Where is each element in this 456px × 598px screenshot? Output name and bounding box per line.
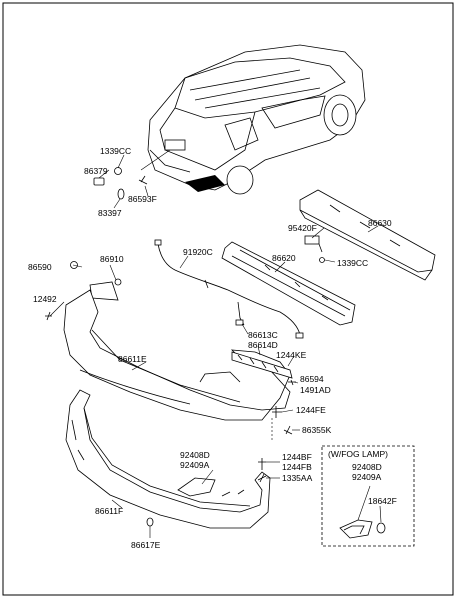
back-beam-86630: [299, 189, 436, 281]
label-1244BF: 1244BF: [282, 452, 312, 462]
label-86379: 86379: [84, 166, 108, 176]
label-92409A-left: 92409A: [180, 460, 210, 470]
label-86593F: 86593F: [128, 194, 157, 204]
label-1244KE: 1244KE: [276, 350, 307, 360]
right-fasteners: [271, 406, 300, 440]
label-92408D-fog: 92408D: [352, 462, 382, 472]
part-labels: 1339CC 86379 86593F 83397 95420F 86630 1…: [28, 146, 397, 550]
label-12492: 12492: [33, 294, 57, 304]
label-95420F: 95420F: [288, 223, 317, 233]
label-86617E: 86617E: [131, 540, 161, 550]
lower-bumper-86611F: [65, 389, 280, 538]
top-left-fasteners: [93, 149, 171, 209]
label-86611F: 86611F: [95, 506, 123, 516]
label-1244FE: 1244FE: [296, 405, 326, 415]
label-83397: 83397: [98, 208, 122, 218]
rail-86613C: [231, 345, 299, 386]
label-86611E: 86611E: [118, 354, 147, 364]
label-86594: 86594: [300, 374, 324, 384]
label-86630: 86630: [368, 218, 392, 228]
label-18642F: 18642F: [368, 496, 397, 506]
fog-lamp-box: [321, 445, 415, 547]
label-86620: 86620: [272, 253, 296, 263]
label-1335AA: 1335AA: [282, 473, 313, 483]
upper-bumper-cover-86611E: [45, 261, 291, 421]
label-86590: 86590: [28, 262, 52, 272]
label-1339CC-right: 1339CC: [337, 258, 368, 268]
label-1491AD: 1491AD: [300, 385, 331, 395]
label-86613C: 86613C: [248, 330, 278, 340]
label-92409A-fog: 92409A: [352, 472, 382, 482]
label-1244FB: 1244FB: [282, 462, 312, 472]
label-1339CC-top: 1339CC: [100, 146, 131, 156]
label-86355K: 86355K: [302, 425, 332, 435]
label-86910: 86910: [100, 254, 124, 264]
vehicle-illustration: [147, 44, 366, 195]
wiring-harness-91920C: [154, 239, 304, 339]
label-fog-lamp-title: (W/FOG LAMP): [328, 449, 388, 459]
label-92408D-left: 92408D: [180, 450, 210, 460]
absorber-86620: [221, 241, 356, 326]
label-91920C: 91920C: [183, 247, 213, 257]
label-86614D: 86614D: [248, 340, 278, 350]
